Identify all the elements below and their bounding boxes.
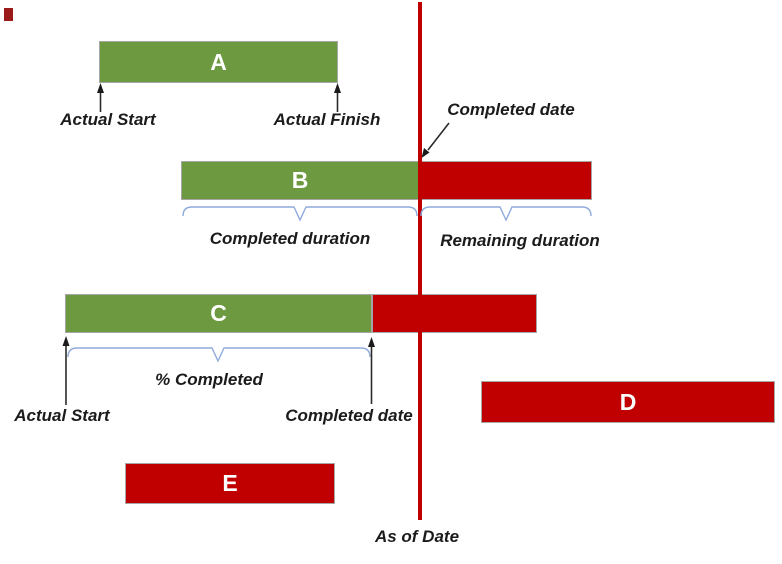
completed-duration-brace-icon xyxy=(182,206,418,222)
actual-start-c-arrow-icon xyxy=(62,336,70,405)
bar-c-remaining-segment xyxy=(372,294,537,333)
bar-c-label: C xyxy=(210,300,227,326)
as-of-date-label: As of Date xyxy=(374,527,460,546)
actual-start-c-label: Actual Start xyxy=(14,406,110,425)
bar-a-completed-segment: A xyxy=(99,41,338,83)
bar-d-label: D xyxy=(619,388,637,415)
pct-completed-label: % Completed xyxy=(155,370,263,389)
bar-e-label: E xyxy=(222,470,238,496)
actual-start-a-label: Actual Start xyxy=(60,110,156,129)
as-of-date-line xyxy=(418,2,422,520)
bar-c-completed-segment: C xyxy=(65,294,372,333)
bar-d-remaining-segment: D xyxy=(481,381,775,423)
bar-b-completed-segment: B xyxy=(181,161,419,200)
completed-duration-label: Completed duration xyxy=(209,229,371,248)
bar-a-label: A xyxy=(210,48,227,75)
remaining-duration-label: Remaining duration xyxy=(440,231,600,250)
completed-date-b-arrow-icon xyxy=(421,122,450,158)
actual-finish-a-label: Actual Finish xyxy=(273,110,381,129)
bar-e-remaining-segment: E xyxy=(125,463,335,504)
completed-date-c-label: Completed date xyxy=(285,406,413,425)
actual-start-a-arrow-icon xyxy=(97,83,104,112)
pct-completed-brace-icon xyxy=(67,347,371,363)
actual-finish-a-arrow-icon xyxy=(334,83,341,112)
bar-b-remaining-segment xyxy=(419,161,592,200)
bar-b-label: B xyxy=(291,167,309,193)
remaining-duration-brace-icon xyxy=(420,206,592,222)
completed-date-b-label: Completed date xyxy=(447,100,575,119)
completed-date-c-arrow-icon xyxy=(368,337,375,404)
corner-square-mark xyxy=(4,8,13,21)
